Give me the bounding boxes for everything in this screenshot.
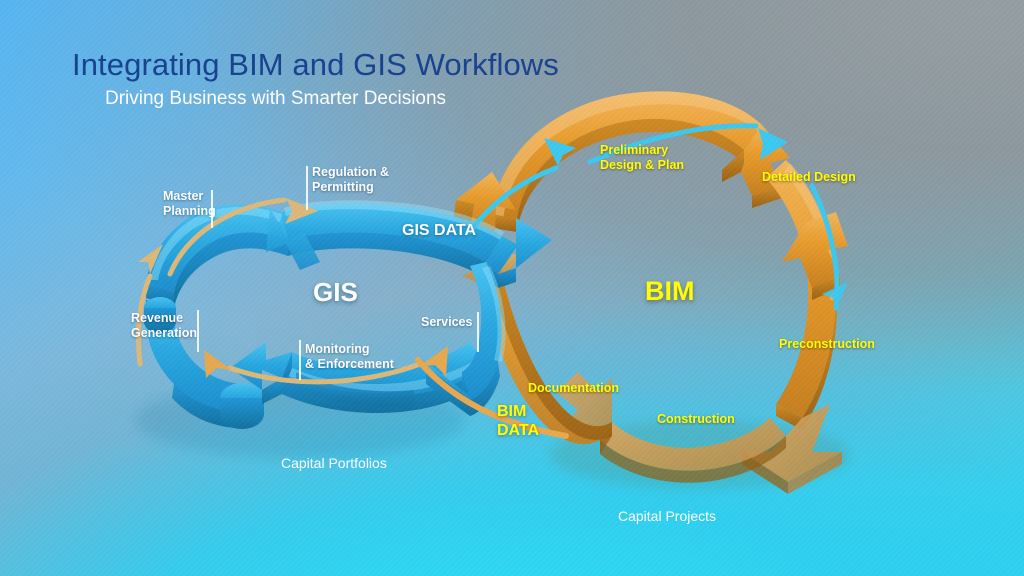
bim-stage-documentation[interactable]: Documentation [528,381,619,395]
bim-data-label: BIM DATA [497,403,540,439]
bim-stage-construction[interactable]: Construction [657,412,735,426]
bim-flow-arrowhead-2 [758,128,788,160]
gis-flow-arrowhead-4 [420,346,448,376]
bim-stage-preliminary-design[interactable]: Preliminary Design & Plan [600,143,685,172]
gis-stage-revenue-generation[interactable]: Revenue Generation [131,311,197,340]
gis-stage-master-planning[interactable]: Master Planning [163,189,216,218]
bim-data-flow [415,357,569,439]
leader-line-services [477,312,479,352]
gis-stage-services[interactable]: Services [421,315,473,329]
gis-center-label: GIS [313,277,358,307]
bim-stage-preconstruction[interactable]: Preconstruction [779,337,875,351]
gis-caption: Capital Portfolios [281,455,387,471]
bim-caption: Capital Projects [618,508,717,524]
bim-stage-detailed-design[interactable]: Detailed Design [762,170,856,184]
bim-flow-arrowhead-3 [822,282,848,310]
leader-line-master-planning [211,190,213,228]
gis-flow-arrows [136,197,423,385]
leader-line-regulation-permitting [306,166,308,210]
gis-data-label: GIS DATA [402,222,477,239]
leader-line-monitoring-enforcement [299,340,301,380]
page-title: Integrating BIM and GIS Workflows [72,47,559,82]
gis-stage-regulation-permitting[interactable]: Regulation & Permitting [312,165,390,194]
gis-flow-arrowhead-1 [285,198,318,224]
gis-loop [144,200,552,429]
page-subtitle: Driving Business with Smarter Decisions [105,88,447,109]
gis-stage-monitoring-enforcement[interactable]: Monitoring & Enforcement [305,342,394,371]
gis-flow-arrowhead-2 [138,244,163,274]
leader-line-revenue-generation [197,310,199,352]
gis-flow-arrowhead-3 [204,350,232,378]
bim-flow-arrowhead-1 [544,138,576,166]
bim-center-label: BIM [645,276,695,306]
